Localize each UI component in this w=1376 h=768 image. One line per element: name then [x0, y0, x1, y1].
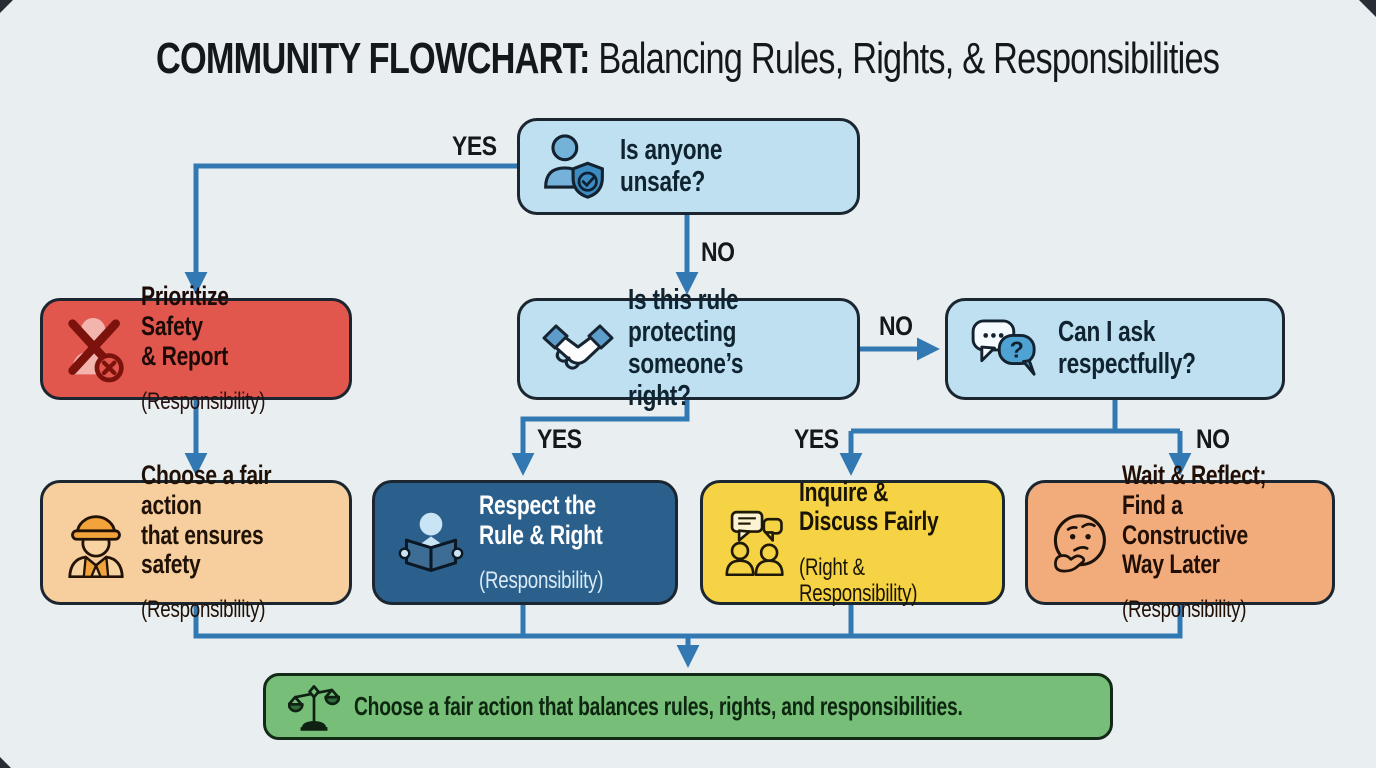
node-action: Wait & Reflect; Find a Constructive Way …	[1122, 460, 1267, 580]
node-question: Can I ask respectfully?	[1058, 316, 1196, 380]
node-category: (Responsibility)	[1122, 596, 1247, 624]
node-prioritize-safety-report: Prioritize Safety & Report (Responsibili…	[40, 282, 352, 415]
node-is-anyone-unsafe: Is anyone unsafe?	[517, 118, 860, 215]
node-category: (Responsibility)	[479, 566, 604, 594]
question-mark-glyph: ?	[1010, 337, 1024, 363]
node-action: Inquire & Discuss Fairly	[799, 476, 939, 537]
node-question: Is this rule protecting someone’s right?	[628, 284, 744, 412]
node-category: (Responsibility)	[141, 388, 266, 416]
safety-worker-icon	[68, 514, 124, 578]
edge-label-no: NO	[1196, 424, 1230, 454]
node-category: (Right & Responsibility)	[799, 553, 918, 607]
balance-scales-icon	[288, 684, 340, 731]
corner-artifact	[0, 757, 11, 768]
node-rule-protecting-right: Is this rule protecting someone’s right?	[517, 284, 860, 412]
corner-artifact	[0, 0, 13, 13]
node-category: (Responsibility)	[141, 596, 266, 624]
reading-person-icon	[398, 512, 464, 572]
edge-label-yes: YES	[452, 131, 497, 161]
page-title-rest: Balancing Rules, Rights, & Responsibilit…	[590, 34, 1221, 83]
node-wait-reflect: Wait & Reflect; Find a Constructive Way …	[1025, 460, 1335, 623]
node-can-i-ask-respectfully: ? Can I ask respectfully?	[945, 298, 1285, 400]
edge-rule-yes	[511, 400, 690, 476]
node-final-balanced-action: Choose a fair action that balances rules…	[263, 673, 1113, 740]
edge-unsafe-yes	[184, 163, 517, 295]
node-action: Choose a fair action that ensures safety	[141, 460, 272, 580]
person-shield-check-icon	[544, 133, 604, 199]
edge-label-no: NO	[701, 237, 735, 267]
node-action: Respect the Rule & Right	[479, 489, 603, 550]
node-respect-rule-right: Respect the Rule & Right (Responsibility…	[372, 480, 678, 605]
edge-label-yes: YES	[794, 424, 839, 454]
discussion-people-icon	[725, 510, 784, 576]
page-title: COMMUNITY FLOWCHART: Balancing Rules, Ri…	[0, 34, 1376, 84]
node-action: Prioritize Safety & Report	[141, 281, 229, 371]
edge-label-no: NO	[879, 311, 913, 341]
page-title-lead: COMMUNITY FLOWCHART:	[156, 34, 591, 83]
corner-artifact	[1359, 0, 1376, 17]
thinking-face-icon	[1053, 513, 1106, 572]
handshake-icon	[542, 324, 614, 370]
edge-label-yes: YES	[537, 424, 582, 454]
person-blocked-icon	[68, 318, 124, 383]
node-inquire-discuss-fairly: Inquire & Discuss Fairly (Right & Respon…	[700, 476, 1005, 607]
edge-merge-bus	[193, 604, 1183, 639]
chat-question-icon: ?	[971, 319, 1036, 376]
node-question: Is anyone unsafe?	[620, 133, 723, 198]
node-action: Choose a fair action that balances rules…	[354, 691, 963, 722]
node-choose-action-ensures-safety: Choose a fair action that ensures safety…	[40, 460, 352, 623]
